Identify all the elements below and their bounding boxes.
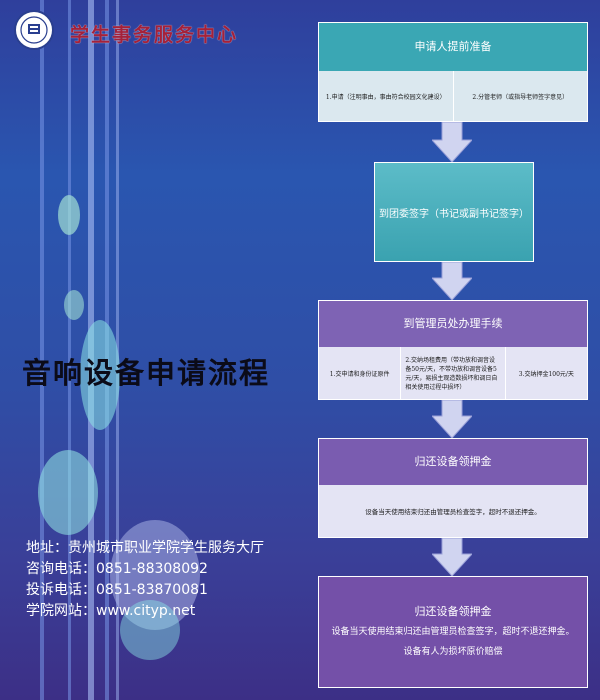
step1-items: 1.申请（注明事由，事由符合校园文化建设） 2.分管老师（或指导老师签字意见） (319, 71, 587, 121)
inquiry-phone: 咨询电话：0851-88308092 (26, 561, 208, 577)
logo (14, 10, 54, 50)
step3-title: 到管理员处办理手续 (319, 301, 587, 348)
step1-title: 申请人提前准备 (319, 23, 587, 72)
contact-info: 地址：贵州城市职业学院学生服务大厅 咨询电话：0851-88308092 投诉电… (26, 538, 264, 622)
step5-title: 归还设备领押金 (414, 605, 492, 618)
website-link[interactable]: 学院网站：www.cityp.net (26, 603, 196, 619)
address: 地址：贵州城市职业学院学生服务大厅 (26, 540, 264, 556)
step1-item: 2.分管老师（或指导老师签字意见） (452, 71, 588, 121)
step4-title: 归还设备领押金 (319, 439, 587, 486)
step5-line: 设备有人为损坏原价赔偿 (403, 647, 503, 657)
complaint-phone: 投诉电话：0851-83870081 (26, 582, 208, 598)
step1-box: 申请人提前准备 1.申请（注明事由，事由符合校园文化建设） 2.分管老师（或指导… (318, 22, 588, 122)
step3-item: 3.交纳押金100元/天 (504, 347, 587, 399)
university-emblem-icon (14, 10, 54, 50)
flow-arrow (432, 262, 472, 300)
step1-item: 1.申请（注明事由，事由符合校园文化建设） (325, 93, 446, 101)
page-title: 音响设备申请流程 (22, 356, 271, 390)
step2-title: 到团委签字（书记或副书记签字） (379, 208, 529, 220)
step2-box: 到团委签字（书记或副书记签字） (374, 162, 534, 262)
step5-line: 设备当天使用结束归还由管理员检查签字，超时不退还押金。 (331, 627, 575, 637)
flow-arrow (432, 122, 472, 162)
step4-note: 设备当天使用结束归还由管理员检查签字，超时不退还押金。 (319, 485, 587, 537)
step4-box: 归还设备领押金 设备当天使用结束归还由管理员检查签字，超时不退还押金。 (318, 438, 588, 538)
step5-box: 归还设备领押金 设备当天使用结束归还由管理员检查签字，超时不退还押金。 设备有人… (318, 576, 588, 688)
step3-item: 1.交申请和身份证原件 (329, 370, 390, 378)
step3-item: 2.交纳场租费用（带功放和调音设备50元/天，不带功放和调音设备5元/天，易损主… (400, 347, 504, 399)
step3-box: 到管理员处办理手续 1.交申请和身份证原件 2.交纳场租费用（带功放和调音设备5… (318, 300, 588, 400)
flow-arrow (432, 538, 472, 576)
center-name: 学生事务服务中心 (70, 24, 239, 46)
flow-arrow (432, 400, 472, 438)
step3-items: 1.交申请和身份证原件 2.交纳场租费用（带功放和调音设备50元/天，不带功放和… (319, 347, 587, 399)
